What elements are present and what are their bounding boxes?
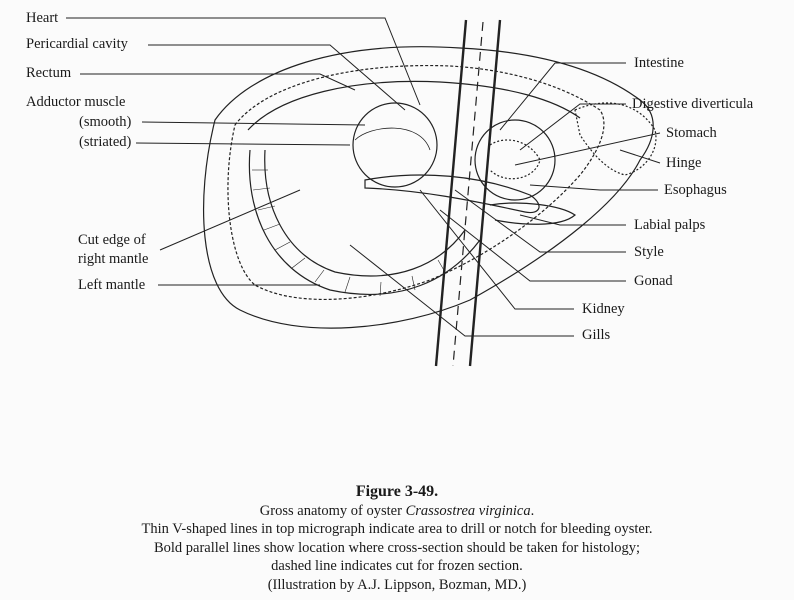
leader-hinge bbox=[619, 149, 661, 164]
leader-kidney bbox=[419, 189, 574, 310]
caption-line-4: dashed line indicates cut for frozen sec… bbox=[271, 558, 523, 574]
leader-esophagus bbox=[529, 184, 658, 191]
label-cut-edge-2: right mantle bbox=[78, 251, 149, 267]
label-digestive-diverticula: Digestive diverticula bbox=[632, 96, 754, 112]
label-smooth: (smooth) bbox=[79, 114, 132, 130]
figure-title: Figure 3-49. bbox=[355, 483, 439, 500]
leader-stomach bbox=[514, 132, 661, 166]
leader-pericardial bbox=[148, 44, 406, 111]
hinge bbox=[574, 102, 657, 176]
style-sac bbox=[364, 174, 540, 214]
leader-gonad bbox=[439, 209, 626, 282]
leader-heart bbox=[66, 17, 421, 106]
label-adductor-muscle: Adductor muscle bbox=[26, 94, 126, 110]
leader-style bbox=[454, 189, 626, 253]
leader-diverticula bbox=[519, 103, 626, 151]
label-kidney: Kidney bbox=[582, 301, 625, 317]
leader-cut-edge bbox=[159, 189, 301, 251]
caption-line-1: Gross anatomy of oyster Crassostrea virg… bbox=[0, 502, 794, 520]
cut-line-right bbox=[468, 19, 502, 367]
leader-gills bbox=[349, 244, 574, 337]
label-intestine: Intestine bbox=[634, 55, 684, 71]
label-hinge: Hinge bbox=[666, 155, 702, 171]
label-left-mantle: Left mantle bbox=[78, 277, 146, 293]
label-heart: Heart bbox=[26, 10, 59, 26]
label-labial-palps: Labial palps bbox=[634, 217, 706, 233]
labial-palps bbox=[489, 202, 576, 225]
leader-intestine bbox=[499, 62, 626, 131]
label-striated: (striated) bbox=[79, 134, 132, 150]
caption-species: Crassostrea virginica bbox=[405, 503, 531, 519]
label-gonad: Gonad bbox=[634, 273, 673, 289]
caption-line-2: Thin V-shaped lines in top micrograph in… bbox=[141, 521, 653, 537]
caption-line-3: Bold parallel lines show location where … bbox=[153, 540, 641, 556]
label-pericardial-cavity: Pericardial cavity bbox=[26, 36, 128, 52]
digestive-diverticula bbox=[474, 119, 556, 201]
mantle-edge bbox=[227, 64, 605, 300]
leader-striated bbox=[135, 142, 351, 146]
cut-line-left bbox=[434, 19, 468, 367]
label-esophagus: Esophagus bbox=[664, 182, 727, 198]
caption-suffix: . bbox=[530, 503, 535, 519]
leader-smooth bbox=[141, 121, 366, 126]
leader-palps bbox=[519, 214, 626, 226]
label-rectum: Rectum bbox=[26, 65, 72, 81]
label-cut-edge-1: Cut edge of bbox=[78, 232, 146, 248]
shell-outline bbox=[203, 46, 654, 329]
label-style: Style bbox=[634, 244, 664, 260]
caption-line-5: (Illustration by A.J. Lippson, Bozman, M… bbox=[267, 577, 527, 593]
caption-prefix: Gross anatomy of oyster bbox=[259, 503, 406, 519]
label-stomach: Stomach bbox=[666, 125, 717, 141]
gills bbox=[248, 149, 481, 295]
adductor-muscle bbox=[352, 102, 438, 188]
label-gills: Gills bbox=[582, 327, 611, 343]
leader-rectum bbox=[80, 73, 356, 91]
cut-line-dashed bbox=[452, 21, 484, 367]
